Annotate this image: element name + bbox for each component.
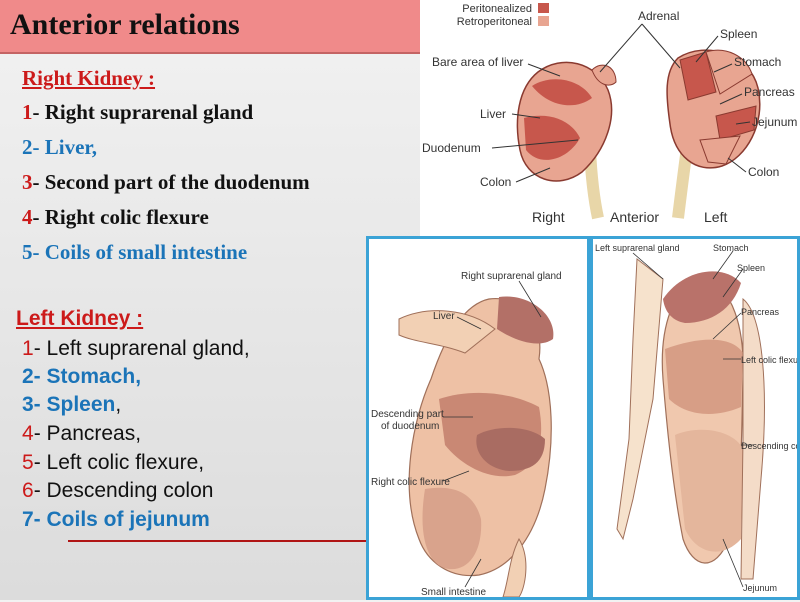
label-colon-left: Colon <box>748 165 779 179</box>
title-banner: Anterior relations <box>0 0 420 54</box>
label-right: Right <box>532 209 565 225</box>
kidney-overview-diagram: Peritonealized Retroperitoneal Adrenal B… <box>420 0 800 236</box>
panel-left-label-colic-flexure: Left colic flexure <box>741 355 797 365</box>
label-liver: Liver <box>480 107 506 121</box>
legend-peritonealized: Peritonealized <box>462 3 532 15</box>
panel-right-label-descending-1: Descending part <box>371 409 444 420</box>
divider-rule <box>68 540 368 542</box>
panel-left-label-stomach: Stomach <box>713 243 749 253</box>
right-kidney-item-1: 1- Right suprarenal gland <box>22 100 254 124</box>
right-kidney-item-4: 4- Right colic flexure <box>22 205 209 229</box>
page-title: Anterior relations <box>10 8 240 41</box>
label-left: Left <box>704 209 727 225</box>
right-kidney-illustration: Right suprarenal gland Liver Descending … <box>371 271 562 598</box>
right-kidney-heading: Right Kidney : <box>22 66 156 90</box>
label-adrenal: Adrenal <box>638 9 679 23</box>
panel-right-label-descending-2: of duodenum <box>381 421 439 432</box>
label-jejunum: Jejunum <box>752 115 797 129</box>
label-bare-area: Bare area of liver <box>432 55 523 69</box>
right-kidney-item-2: 2- Liver, <box>22 135 98 159</box>
right-kidney-item-5: 5- Coils of small intestine <box>22 240 248 264</box>
label-spleen: Spleen <box>720 27 757 41</box>
label-colon-right: Colon <box>480 175 511 189</box>
left-kidney-item-3: 3- Spleen, <box>22 393 122 416</box>
left-kidney-illustration: Left suprarenal gland Stomach Spleen Pan… <box>595 243 800 593</box>
panel-left-label-pancreas: Pancreas <box>741 307 780 317</box>
left-kidney-item-1: 1- Left suprarenal gland, <box>22 337 250 360</box>
label-duodenum: Duodenum <box>422 141 481 155</box>
left-kidney-panel: Left suprarenal gland Stomach Spleen Pan… <box>590 236 800 600</box>
label-pancreas: Pancreas <box>744 85 795 99</box>
legend-retroperitoneal: Retroperitoneal <box>457 16 532 28</box>
panel-right-label-small-intestine: Small intestine <box>421 587 486 597</box>
label-anterior: Anterior <box>610 209 659 225</box>
panel-left-label-jejunum: Jejunum <box>743 583 777 593</box>
panel-right-label-liver: Liver <box>433 311 455 322</box>
label-stomach: Stomach <box>734 55 781 69</box>
right-kidney-item-3: 3- Second part of the duodenum <box>22 170 310 194</box>
panel-left-label-suprarenal: Left suprarenal gland <box>595 243 680 253</box>
left-kidney-item-4: 4- Pancreas, <box>22 422 142 445</box>
panel-left-label-spleen: Spleen <box>737 263 765 273</box>
left-kidney-item-5: 5- Left colic flexure, <box>22 451 205 474</box>
panel-right-label-colic-flexure: Right colic flexure <box>371 477 450 488</box>
legend-retroperitoneal-swatch <box>538 16 549 26</box>
panel-right-label-suprarenal: Right suprarenal gland <box>461 271 562 282</box>
panel-left-label-descending-colon: Descending colon <box>741 441 797 451</box>
left-kidney-item-6: 6- Descending colon <box>22 479 214 502</box>
left-kidney-item-7: 7- Coils of jejunum <box>22 508 210 531</box>
right-kidney-panel: Right suprarenal gland Liver Descending … <box>366 236 590 600</box>
left-kidney-item-2: 2- Stomach, <box>22 365 142 388</box>
left-kidney-heading: Left Kidney : <box>16 307 144 330</box>
legend-peritonealized-swatch <box>538 3 549 13</box>
